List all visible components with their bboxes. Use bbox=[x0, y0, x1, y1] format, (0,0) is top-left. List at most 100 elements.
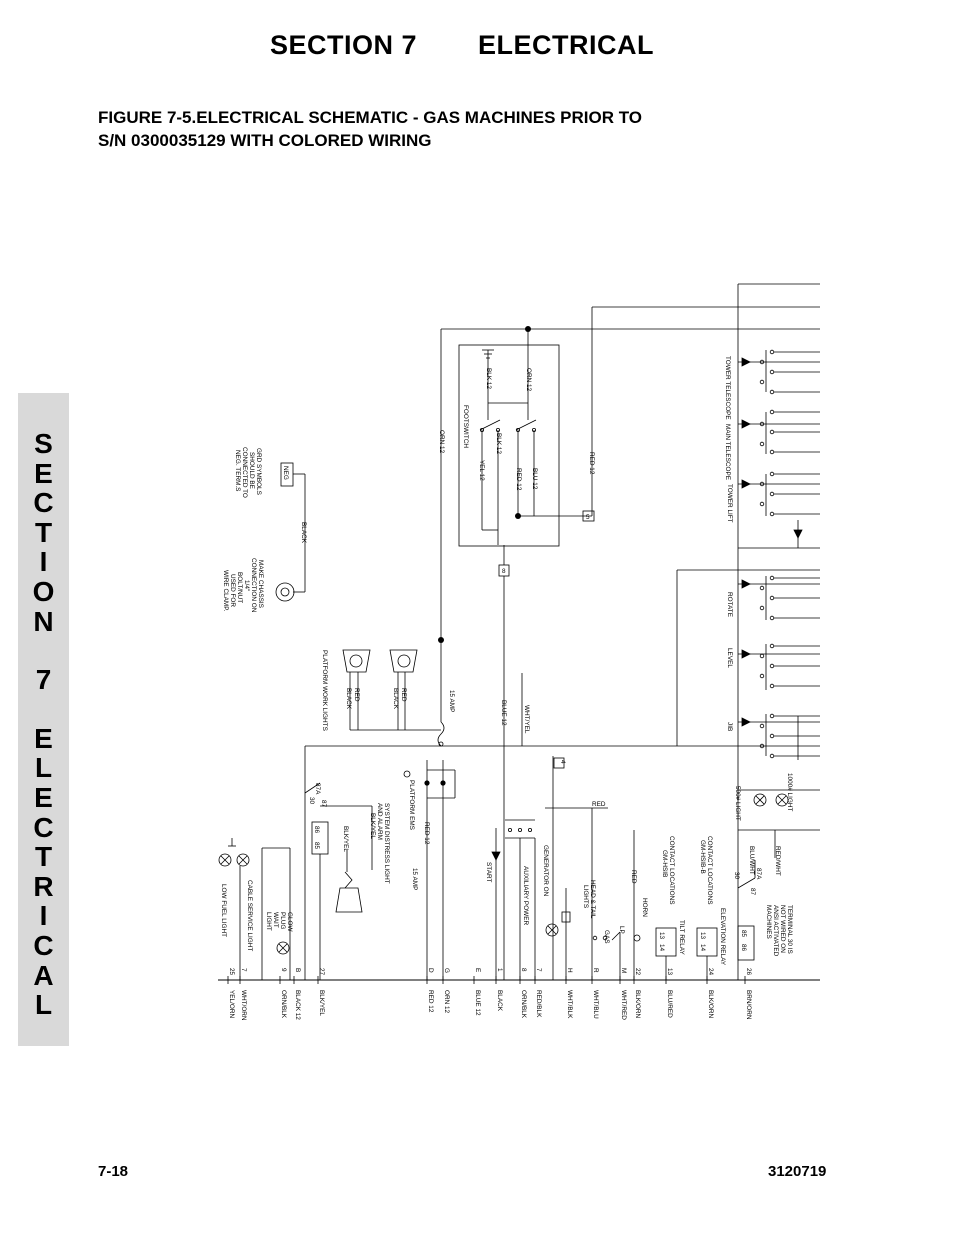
connector-4-label: 4 bbox=[559, 760, 566, 764]
load-lights: 500# LIGHT 1000# LIGHT bbox=[734, 773, 820, 821]
red-horn-label: RED bbox=[630, 870, 637, 884]
relay-87a-label: 87A bbox=[314, 783, 321, 795]
light-500-label: 500# LIGHT bbox=[734, 786, 741, 821]
terminal-number: G bbox=[443, 968, 450, 973]
section-side-tab[interactable]: S E C T I O N 7 E L E C T R I C A L bbox=[18, 393, 69, 1046]
contact-locations-1a: CONTACT LOCATIONS bbox=[668, 836, 675, 905]
document-number: 3120719 bbox=[768, 1163, 827, 1180]
tab-char: T bbox=[34, 841, 53, 873]
tilt-relay-14: 14 bbox=[658, 944, 665, 952]
terminal-wire-color: BLK/ORN bbox=[634, 990, 641, 1018]
valve-block-tower-lift bbox=[738, 471, 820, 549]
terminal-wire-color: BLACK bbox=[496, 990, 503, 1012]
ground-note-4: NEG. TERM.S bbox=[234, 450, 241, 491]
neg-label: NEG bbox=[282, 466, 289, 480]
terminal-wire-color: YEL/ORN bbox=[228, 990, 235, 1018]
contact-locations-2b: GM-HSIB-B bbox=[699, 840, 706, 874]
tab-char: I bbox=[39, 546, 48, 578]
ground-section: NEG BLACK GRD SYMBOLS SHOULD BE CONNECTE… bbox=[222, 447, 307, 613]
tab-char: E bbox=[34, 457, 53, 489]
lp-label: LP bbox=[618, 926, 625, 934]
terminal-number: 27 bbox=[318, 968, 325, 976]
tab-char: S bbox=[34, 428, 53, 459]
red-bus-label: RED bbox=[592, 801, 606, 808]
work-light-black-2: BLACK bbox=[392, 688, 399, 710]
contact-locations-2a: CONTACT LOCATIONS bbox=[706, 836, 713, 905]
ground-note-1: GRD SYMBOLS bbox=[255, 448, 262, 495]
footswitch-label: FOOTSWITCH bbox=[462, 405, 469, 448]
relay2-87a-label: 87A bbox=[755, 868, 762, 880]
horn-contacts: RED HORN CONTACT LOCATIONS GM-HSIB CONTA… bbox=[630, 830, 726, 980]
terminal-note-2: NOT WIRED ON bbox=[779, 905, 786, 953]
glow-plug-3: WAIT bbox=[272, 912, 279, 928]
tab-char: E bbox=[34, 722, 53, 754]
fuse-and-bus: 15 AMP WHT/YEL BLUE 12 4 bbox=[304, 569, 820, 980]
platform-work-lights: PLATFORM WORK LIGHTS RED BLACK RED BLACK bbox=[321, 649, 441, 731]
valve-block-tower-telescope bbox=[738, 349, 820, 395]
level-label: LEVEL bbox=[726, 648, 733, 668]
tower-lift-label: TOWER LIFT bbox=[726, 484, 733, 523]
relay2-30-label: 30 bbox=[733, 872, 740, 880]
gas-label: GAS bbox=[603, 930, 610, 944]
chassis-note-6: WIRE CLAMP. bbox=[222, 570, 229, 612]
tab-char: R bbox=[33, 870, 54, 902]
contact-locations-1b: GM-HSIB bbox=[661, 850, 668, 877]
tab-char: C bbox=[33, 929, 54, 961]
jib-label: JIB bbox=[726, 722, 733, 731]
blkyel-label: BLK/YEL bbox=[342, 826, 349, 852]
low-fuel-label: LOW FUEL LIGHT bbox=[220, 884, 227, 937]
generator-on-label: GENERATOR ON bbox=[542, 845, 549, 897]
chassis-note-5: USED FOR bbox=[229, 574, 236, 607]
footswitch-box: 5 8 bbox=[458, 344, 595, 980]
figure-caption-line-2: S/N 0300035129 WITH COLORED WIRING bbox=[98, 131, 432, 150]
tab-char: A bbox=[33, 959, 54, 991]
horn-label: HORN bbox=[641, 898, 648, 917]
elevation-relay-label: ELEVATION RELAY bbox=[719, 908, 726, 966]
redwht-label: RED/WHT bbox=[774, 846, 781, 876]
tab-char: I bbox=[39, 900, 48, 932]
terminal-note-4: MACHINES bbox=[765, 905, 772, 939]
tab-char: L bbox=[34, 752, 53, 784]
fuse-15amp-label: 15 AMP bbox=[448, 690, 455, 712]
rotate-label: ROTATE bbox=[726, 592, 733, 617]
blk12-label-2: BLK 12 bbox=[495, 433, 502, 454]
start-label: START bbox=[485, 862, 492, 882]
tab-char: T bbox=[34, 516, 53, 548]
main-telescope-label: MAIN TELESCOPE bbox=[724, 424, 731, 480]
terminal-number: 8 bbox=[520, 968, 527, 972]
relay2-85-label: 85 bbox=[740, 930, 747, 938]
page-number: 7-18 bbox=[98, 1163, 129, 1180]
terminal-wire-color: ORN/BLK bbox=[520, 990, 527, 1019]
valve-block-main-telescope bbox=[738, 409, 820, 455]
tab-char: E bbox=[34, 781, 53, 813]
top-bus-wires bbox=[440, 283, 820, 980]
footswitch-labels: BLK 12 ORN 12 FOOTSWITCH BLK 12 YEL 12 R… bbox=[438, 368, 595, 491]
valve-block-jib bbox=[738, 713, 820, 760]
terminal-wire-color: BLACK 12 bbox=[294, 990, 301, 1020]
terminal-wire-color: RED 12 bbox=[427, 990, 434, 1013]
terminal-wire-color: BLU/RED bbox=[666, 990, 673, 1018]
chassis-note-3: 1/4" bbox=[243, 580, 250, 591]
blu12-label: BLU 12 bbox=[531, 468, 538, 490]
terminal-wire-color: BLUE 12 bbox=[474, 990, 481, 1016]
start-aux-generator: START AUXILIARY POWER GENERATOR ON RED H… bbox=[485, 801, 625, 980]
tab-char: N bbox=[33, 605, 54, 637]
terminal-wire-color: BLK/ORN bbox=[707, 990, 714, 1018]
elev-relay-13: 13 bbox=[699, 932, 706, 940]
yel12-label: YEL 12 bbox=[478, 460, 485, 481]
figure-caption: FIGURE 7-5.ELECTRICAL SCHEMATIC - GAS MA… bbox=[98, 106, 738, 152]
work-light-red-2: RED bbox=[400, 688, 407, 702]
tab-char: C bbox=[33, 487, 54, 519]
distress-label-2: AND ALARM bbox=[376, 803, 383, 840]
glow-plug-2: PLUG bbox=[279, 912, 286, 929]
terminal-number: 7 bbox=[535, 968, 542, 972]
terminal-number: 22 bbox=[634, 968, 641, 976]
terminal-number: 24 bbox=[707, 968, 714, 976]
terminal-number: 1 bbox=[496, 968, 503, 972]
valve-groups: TOWER TELESCOPE MAIN TELESCOPE TOWER LIF… bbox=[724, 349, 820, 760]
distress-blkyel-label: BLK/YEL bbox=[369, 813, 376, 839]
blk12-label: BLK 12 bbox=[485, 368, 492, 389]
terminal-wire-color: WHT/ORN bbox=[240, 990, 247, 1021]
